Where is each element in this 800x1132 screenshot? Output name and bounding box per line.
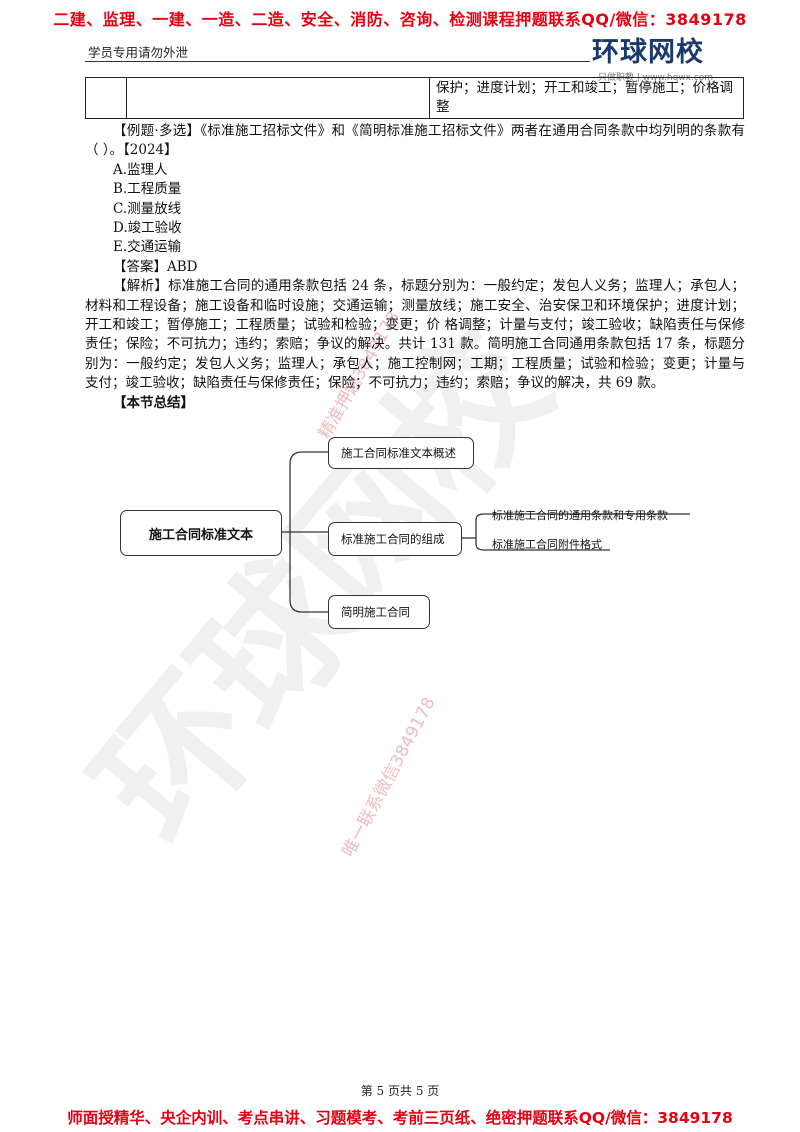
mindmap-connectors [282,451,690,613]
page-number: 第 5 页共 5 页 [360,1084,440,1098]
watermark-contact: 唯一联系微信3849178 [339,694,440,860]
mindmap-leaf-clauses: 标准施工合同的通用条款和专用条款 [492,509,668,522]
bottom-promo-banner: 师面授精华、央企内训、考点串讲、习题模考、考前三页纸、绝密押题联系QQ/微信：3… [67,1109,733,1127]
top-promo-banner: 二建、监理、一建、一造、二造、安全、消防、咨询、检测课程押题联系QQ/微信：38… [53,10,747,29]
analysis: 【解析】标准施工合同的通用条款包括 24 条，标题分别为：一般约定；发包人义务；… [85,278,745,392]
table-cell-empty [86,78,127,118]
option-c: C.测量放线 [113,200,182,217]
mindmap-branch-simple: 简明施工合同 [328,595,430,629]
mindmap-branch-overview: 施工合同标准文本概述 [328,437,474,469]
option-b: B.工程质量 [113,181,182,198]
logo-text: 环球网校 [592,37,704,68]
option-d: D.竣工验收 [113,220,182,237]
answer: 【答案】ABD [113,258,198,275]
mindmap-root: 施工合同标准文本 [120,510,282,556]
table-cell-empty [127,78,430,118]
table-fragment: 保护；进度计划；开工和竣工；暂停施工；价格调整 [85,77,744,119]
option-a: A.监理人 [113,161,168,178]
logo-tagline: 只做职教 | www.hqwx.com [598,73,714,83]
table-cell-text: 保护；进度计划；开工和竣工；暂停施工；价格调整 [436,80,733,115]
confidential-note: 学员专用请勿外泄 [88,45,189,60]
summary-heading: 【本节总结】 [113,394,194,411]
summary-mindmap: 施工合同标准文本 施工合同标准文本概述 标准施工合同的组成 简明施工合同 标准施… [0,420,800,640]
header-divider [85,61,590,62]
question-stem: 【例题·多选】《标准施工招标文件》和《简明标准施工招标文件》两者在通用合同条款中… [85,123,745,159]
question-block: 【例题·多选】《标准施工招标文件》和《简明标准施工招标文件》两者在通用合同条款中… [85,122,745,413]
brand-logo: 环球网校 只做职教 | www.hqwx.com [592,30,742,83]
mindmap-leaf-annex: 标准施工合同附件格式 [492,538,602,551]
mindmap-branch-composition: 标准施工合同的组成 [328,522,462,556]
option-e: E.交通运输 [113,239,182,256]
